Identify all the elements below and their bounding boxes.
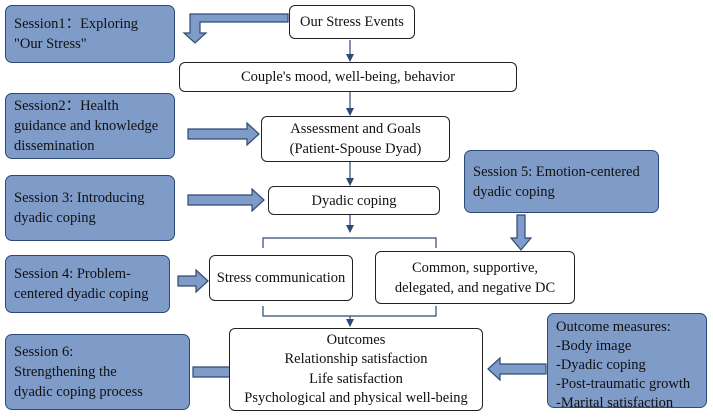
block-arrow-s2 [187, 121, 260, 147]
block-arrow-s4 [177, 268, 209, 294]
stress-communication-label: Stress communication [216, 270, 346, 286]
dyadic-coping-label: Dyadic coping [311, 192, 397, 209]
session-6-label: Session 6: Strengthening the dyadic copi… [14, 344, 143, 400]
stress-communication-box: Stress communication [209, 255, 353, 301]
session-1-box: Session1：Exploring "Our Stress" [5, 5, 175, 63]
block-arrow-s1 [182, 13, 289, 44]
session-5-box: Session 5: Emotion-centered dyadic copin… [464, 150, 659, 213]
couples-mood-box: Couple's mood, well-being, behavior [179, 62, 517, 92]
outcome-item-relationship: Relationship satisfaction [284, 351, 428, 367]
assessment-label: Assessment and Goals (Patient-Spouse Dya… [289, 121, 422, 157]
outcome-item-wellbeing: Psychological and physical well-being [244, 390, 468, 406]
session-3-box: Session 3: Introducing dyadic coping [5, 175, 175, 241]
stress-events-box: Our Stress Events [289, 5, 415, 39]
session-4-label: Session 4: Problem- centered dyadic copi… [14, 266, 149, 302]
session-2-label: Session2：Health guidance and knowledge d… [14, 98, 159, 154]
session-1-label: Session1：Exploring "Our Stress" [14, 16, 139, 52]
outcomes-box: Outcomes Relationship satisfaction Life … [229, 328, 483, 411]
stress-events-label: Our Stress Events [300, 14, 404, 30]
block-arrow-s5 [509, 214, 533, 251]
common-dc-label: Common, supportive, delegated, and negat… [394, 259, 556, 296]
common-dc-box: Common, supportive, delegated, and negat… [375, 251, 575, 304]
session-5-label: Session 5: Emotion-centered dyadic copin… [473, 163, 640, 200]
couples-mood-label: Couple's mood, well-being, behavior [240, 69, 456, 85]
block-arrow-measures [487, 356, 547, 382]
session-4-box: Session 4: Problem- centered dyadic copi… [5, 255, 170, 313]
session-3-label: Session 3: Introducing dyadic coping [14, 190, 145, 226]
assessment-box: Assessment and Goals (Patient-Spouse Dya… [261, 116, 450, 162]
measure-dyadic-coping: -Dyadic coping [556, 357, 646, 373]
outcome-measures-box: Outcome measures: -Body image -Dyadic co… [547, 313, 707, 411]
session-2-box: Session2：Health guidance and knowledge d… [5, 93, 175, 159]
measure-body-image: -Body image [556, 338, 632, 354]
outcomes-title: Outcomes [326, 331, 386, 348]
block-arrow-s3 [187, 187, 265, 213]
outcome-measures-title: Outcome measures: [556, 319, 671, 335]
session-6-box: Session 6: Strengthening the dyadic copi… [5, 334, 190, 410]
measure-ptg: -Post-traumatic growth [556, 376, 691, 392]
measure-marital: -Marital satisfaction [556, 395, 674, 411]
dyadic-coping-box: Dyadic coping [268, 186, 440, 215]
outcome-item-life: Life satisfaction [309, 370, 403, 387]
